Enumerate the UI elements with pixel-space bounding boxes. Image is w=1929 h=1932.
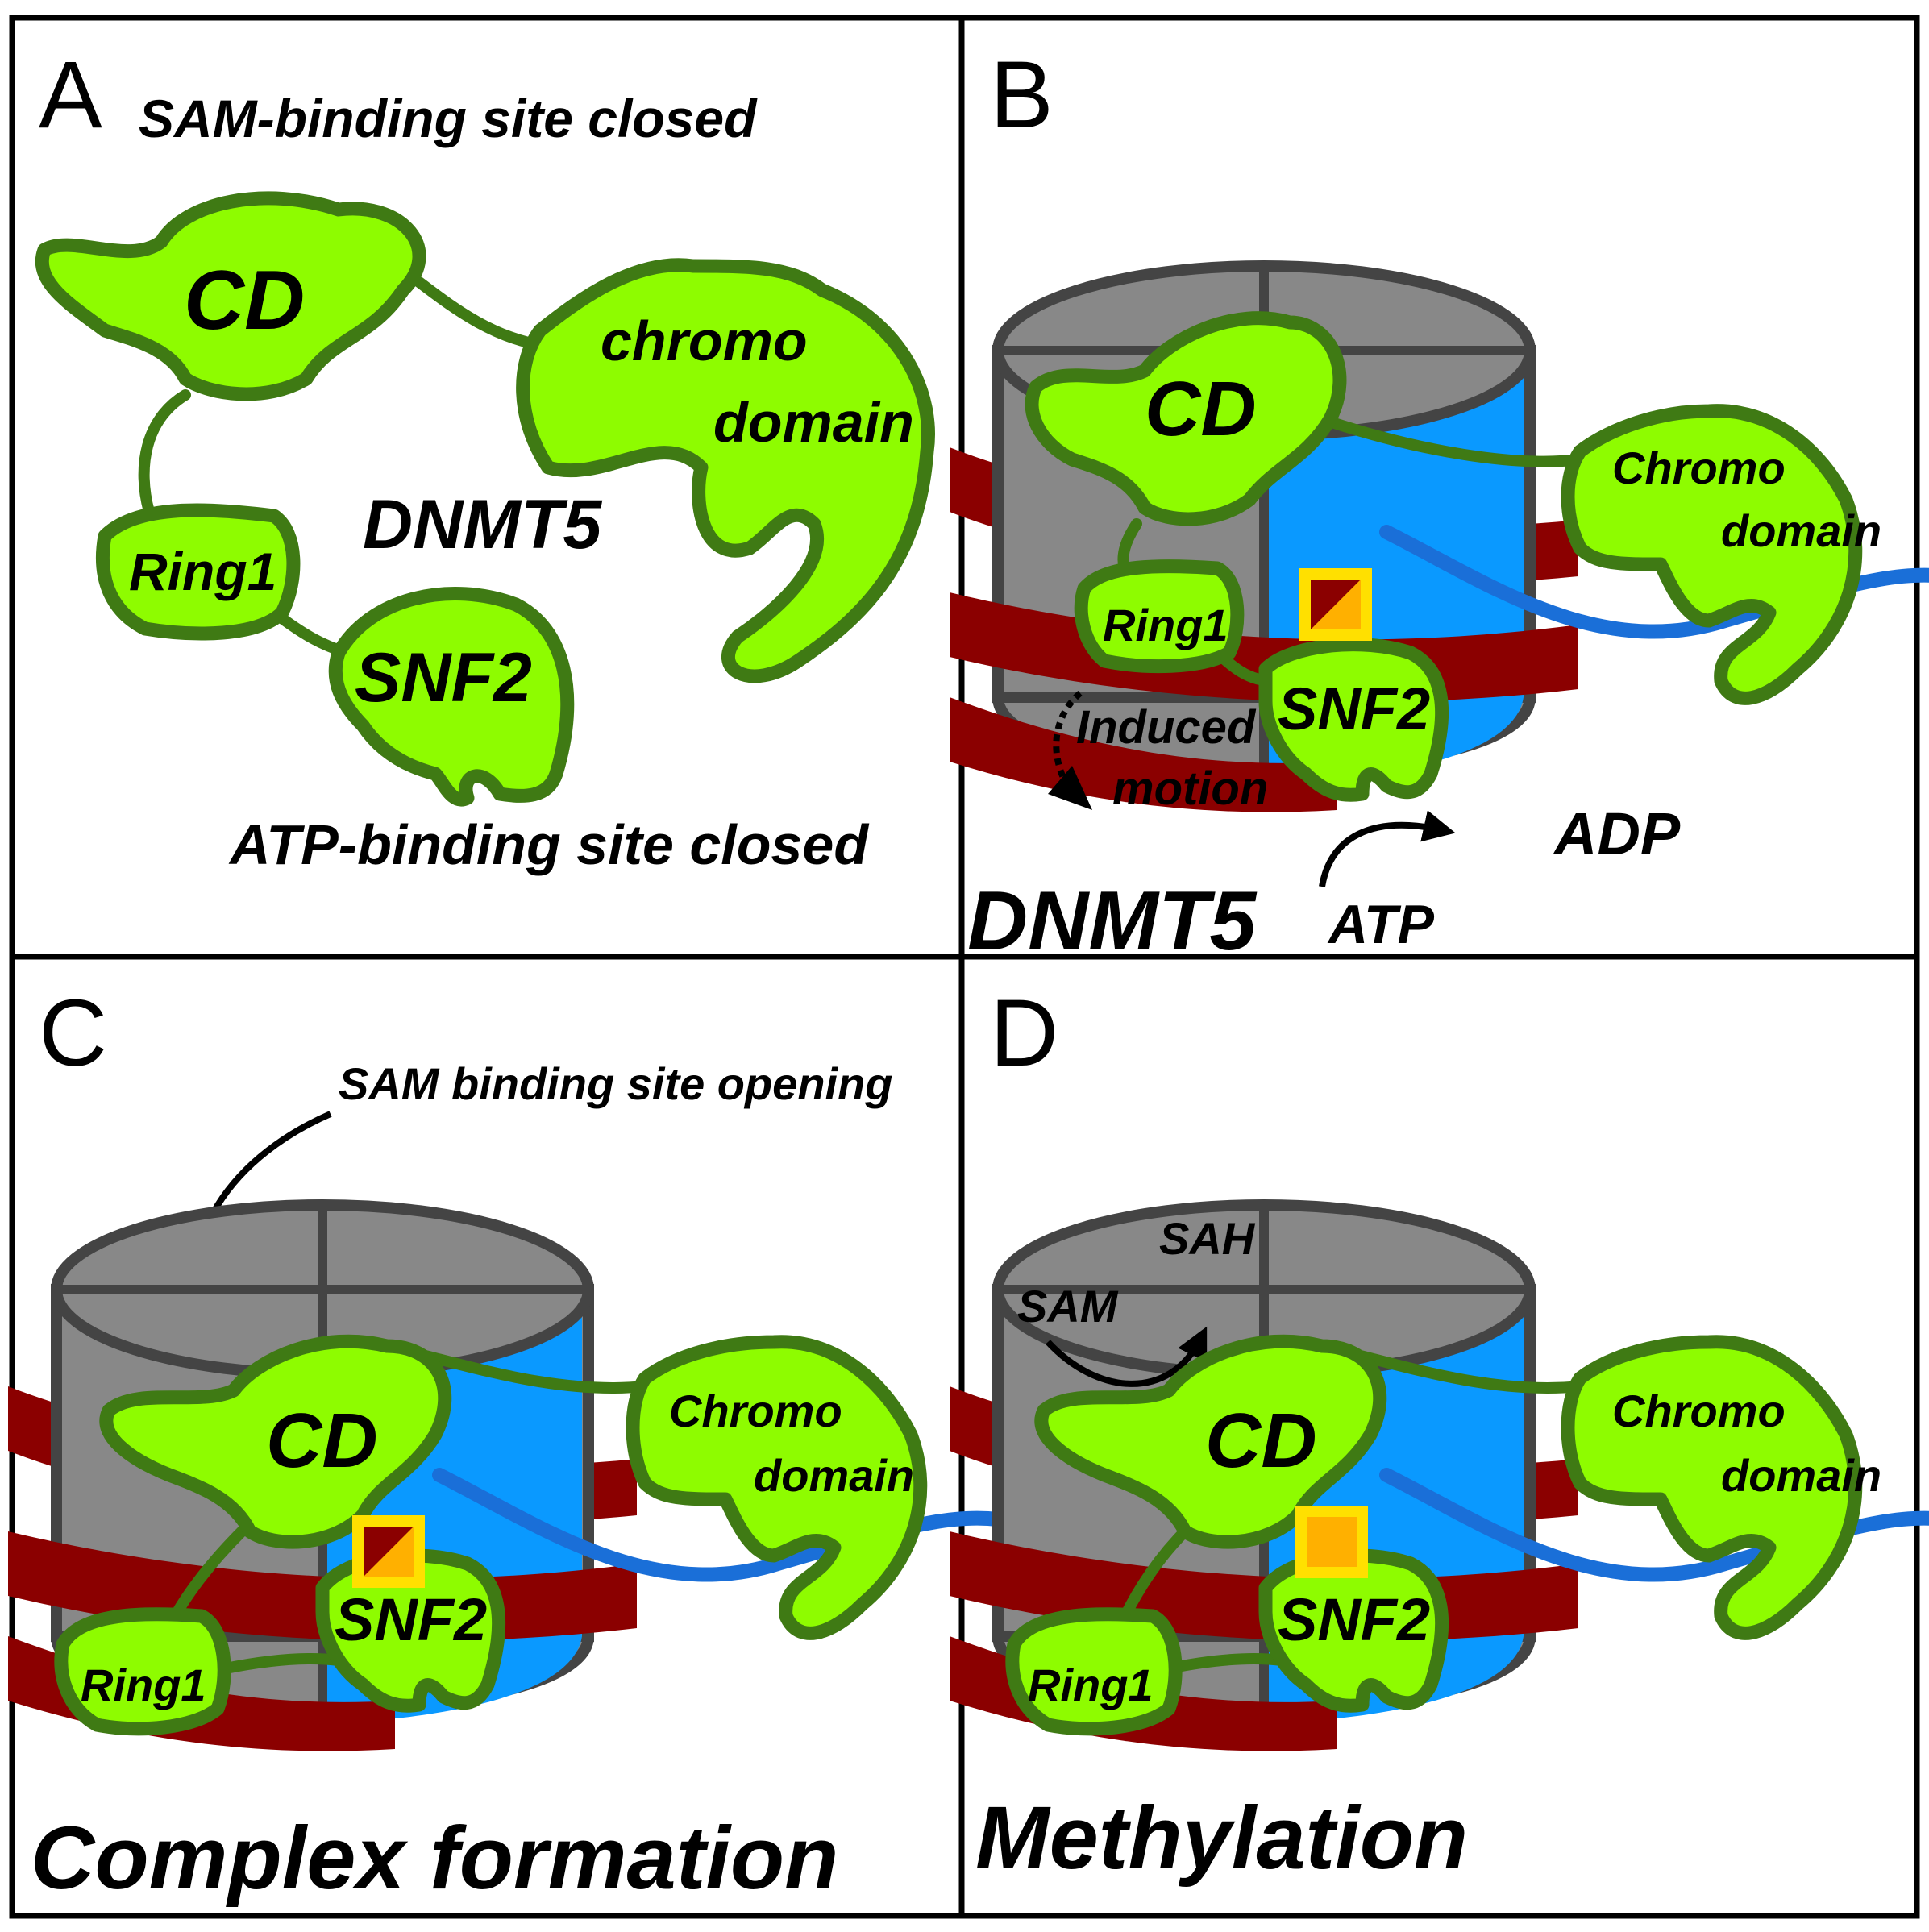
- panel-c: C SAM binding site opening CD Chromo dom…: [8, 980, 1108, 1908]
- d-snf2-label: SNF2: [1278, 1586, 1430, 1653]
- d-ring1-label: Ring1: [1028, 1660, 1154, 1710]
- a-cd-label: CD: [184, 254, 305, 347]
- c-chromo-label-2: domain: [754, 1450, 914, 1501]
- d-ring1-domain: [1005, 1607, 1183, 1736]
- c-snf2-domain: [315, 1548, 506, 1713]
- panel-a-top-caption: SAM-binding site closed: [139, 89, 758, 148]
- d-cofactor: [1295, 1506, 1368, 1578]
- panel-d-letter: D: [990, 980, 1058, 1086]
- d-cd-domain: [1034, 1334, 1387, 1549]
- panel-a-letter: A: [39, 42, 102, 148]
- a-chromo-label-1: chromo: [601, 310, 808, 372]
- b-chromo-domain: [1561, 404, 1863, 705]
- c-annotation: SAM binding site opening: [339, 1058, 893, 1109]
- a-bottom-caption: ATP-binding site closed: [228, 813, 869, 876]
- b-adp-label: ADP: [1553, 800, 1681, 867]
- panel-c-letter: C: [39, 980, 107, 1086]
- a-chromo-label-2: domain: [713, 391, 914, 454]
- a-snf2-label: SNF2: [355, 639, 532, 717]
- b-motion-label-1: Induced: [1076, 701, 1257, 754]
- c-ring1-domain: [54, 1607, 231, 1736]
- c-ring1-label: Ring1: [81, 1660, 206, 1710]
- b-ring1-domain: [1074, 559, 1245, 674]
- b-atp-cofactor: [1299, 568, 1372, 641]
- panel-b-letter: B: [990, 42, 1054, 148]
- d-sam-label: SAM: [1017, 1281, 1119, 1332]
- d-chromo-label-2: domain: [1721, 1450, 1881, 1501]
- b-snf2-domain: [1258, 638, 1449, 802]
- a-ring1-label: Ring1: [129, 542, 276, 601]
- b-protein-label: DNMT5: [967, 875, 1258, 968]
- c-chromo-label-1: Chromo: [669, 1386, 842, 1436]
- b-atp-label: ATP: [1327, 894, 1435, 955]
- d-sam-sah-arrow: [1046, 1326, 1208, 1387]
- a-protein-label: DNMT5: [363, 486, 602, 563]
- c-caption: Complex formation: [31, 1809, 838, 1908]
- b-snf2-label: SNF2: [1278, 675, 1430, 742]
- d-cd-label: CD: [1205, 1398, 1317, 1484]
- b-cd-domain: [1025, 311, 1347, 526]
- d-chromo-label-1: Chromo: [1612, 1386, 1786, 1436]
- c-cofactor: [352, 1515, 425, 1588]
- panel-d: D SAM SAH CD Chromo domain Ring1 SNF2: [950, 980, 1929, 1888]
- b-induced-motion-arrow: [1053, 690, 1083, 796]
- panel-b: B CD Chromo domain Ring1 SNF2: [950, 42, 1929, 968]
- panel-a: A SAM-binding site closed CD chromo doma…: [35, 42, 935, 876]
- c-snf2-label: SNF2: [335, 1586, 487, 1653]
- c-cd-domain: [99, 1334, 452, 1549]
- b-cd-label: CD: [1145, 366, 1257, 452]
- d-chromo-domain: [1561, 1335, 1863, 1640]
- d-snf2-domain: [1258, 1548, 1449, 1713]
- b-motion-label-2: motion: [1112, 762, 1268, 815]
- b-chromo-label-2: domain: [1721, 505, 1881, 556]
- b-ring1-label: Ring1: [1103, 600, 1228, 650]
- a-chromo-domain: [516, 258, 935, 683]
- b-chromo-label-1: Chromo: [1612, 442, 1786, 493]
- a-snf2-domain: [328, 587, 575, 807]
- a-cd-domain: [35, 191, 426, 401]
- d-caption: Methylation: [975, 1789, 1468, 1888]
- d-sah-label: SAH: [1159, 1213, 1256, 1264]
- b-atp-adp-arrow: [1319, 810, 1456, 887]
- a-ring1-domain: [95, 503, 301, 641]
- c-cd-label: CD: [266, 1398, 378, 1484]
- c-chromo-domain: [626, 1335, 928, 1640]
